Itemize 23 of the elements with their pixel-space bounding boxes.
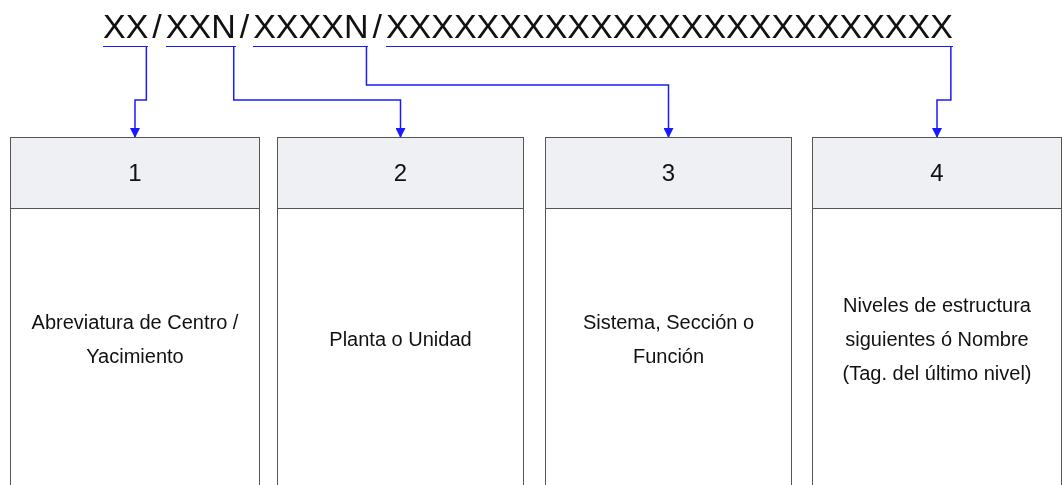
arrow <box>365 46 674 138</box>
separator: / <box>152 6 162 47</box>
field-card <box>10 137 260 485</box>
field-card <box>545 137 792 485</box>
field-number: 1 <box>11 138 259 209</box>
arrow <box>233 46 406 138</box>
arrow <box>130 46 148 138</box>
field-number: 3 <box>546 138 791 209</box>
field-card <box>812 137 1062 485</box>
field-card <box>277 137 524 485</box>
field-description: Niveles de estructura siguientes ó Nombre (Tag. del último nivel) <box>841 292 1033 386</box>
separator: / <box>372 6 382 47</box>
field-description: Abreviatura de Centro / Yacimiento <box>30 309 240 369</box>
field-number: 2 <box>278 138 523 209</box>
code-segment: XXXXXXXXXXXXXXXXXXXXXXXXX <box>385 6 953 47</box>
code-segment: XXN <box>165 6 236 47</box>
field-description: Planta o Unidad <box>329 326 472 352</box>
field-description: Sistema, Sección o Función <box>581 309 756 369</box>
code-segment: XX <box>103 6 149 47</box>
field-number: 4 <box>813 138 1061 209</box>
separator: / <box>239 6 250 47</box>
arrow <box>932 46 952 138</box>
code-segment: XXXXN <box>253 6 369 47</box>
